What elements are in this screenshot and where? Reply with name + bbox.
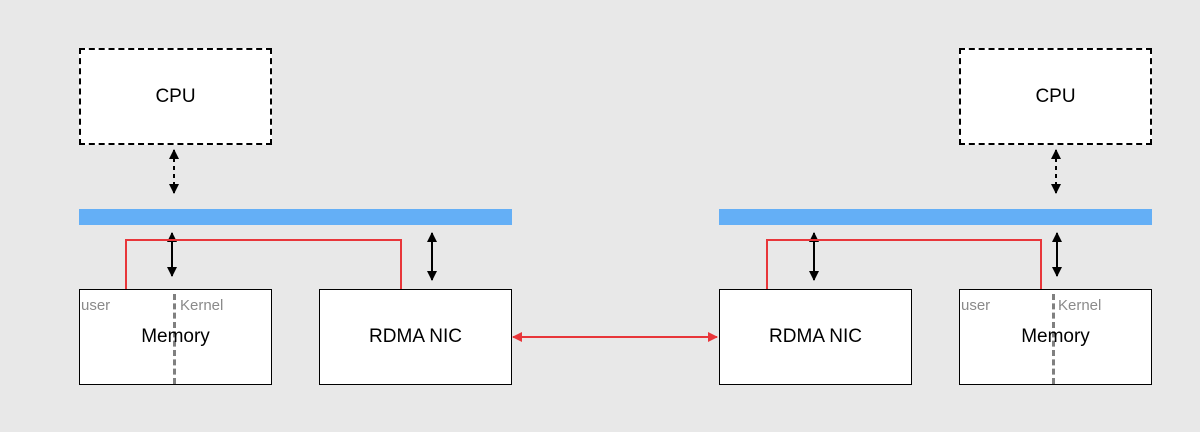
right-rdma-nic-label: RDMA NIC bbox=[769, 326, 862, 347]
right-memory-label: Memory bbox=[1021, 326, 1090, 347]
right-memory-box: user Kernel Memory bbox=[959, 289, 1152, 385]
left-cpu-label: CPU bbox=[155, 85, 196, 107]
left-rdma-nic-label: RDMA NIC bbox=[369, 326, 462, 347]
left-rdma-nic-box: RDMA NIC bbox=[319, 289, 512, 385]
left-memory-user-label: user bbox=[81, 297, 111, 314]
right-memory-kernel-label: Kernel bbox=[1058, 297, 1102, 314]
right-memory-user-label: user bbox=[961, 297, 991, 314]
left-memory-to-nic-path bbox=[125, 239, 406, 303]
left-kernel-divider bbox=[173, 294, 176, 384]
right-cpu-label: CPU bbox=[1035, 85, 1076, 107]
right-cpu-box: CPU bbox=[959, 48, 1152, 145]
left-cpu-box: CPU bbox=[79, 48, 272, 145]
left-memory-label: Memory bbox=[141, 326, 210, 347]
left-system-bus bbox=[79, 209, 512, 225]
right-system-bus bbox=[719, 209, 1152, 225]
right-rdma-nic-box: RDMA NIC bbox=[719, 289, 912, 385]
left-memory-box: user Kernel Memory bbox=[79, 289, 272, 385]
right-kernel-divider bbox=[1052, 294, 1055, 384]
right-nic-to-memory-path bbox=[766, 239, 1046, 304]
left-memory-kernel-label: Kernel bbox=[180, 297, 224, 314]
